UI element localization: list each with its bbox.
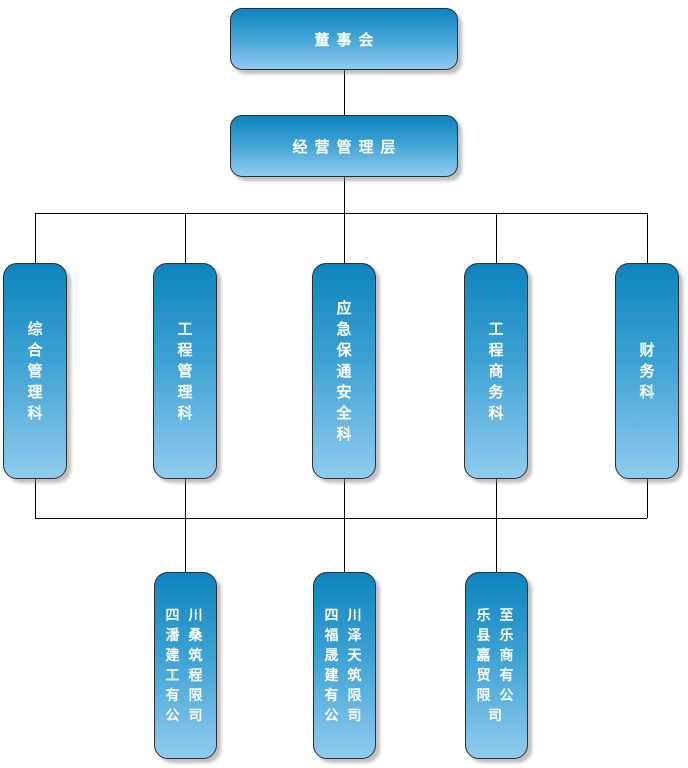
connector-board-to-management — [344, 70, 345, 115]
board-label: 董事会 — [314, 30, 381, 49]
dept-label: 工程管理科 — [177, 319, 193, 422]
board-box: 董事会 — [230, 8, 458, 70]
connector-lower-horizontal — [35, 518, 647, 519]
management-box: 经营管理层 — [230, 115, 458, 177]
connector-stub-dept-4 — [496, 479, 497, 518]
connector-stub-dept-1 — [35, 479, 36, 518]
dept-box-engineering-management: 工程管理科 — [153, 263, 217, 479]
dept-box-finance: 财务科 — [615, 263, 679, 479]
connector-stub-dept-5 — [647, 479, 648, 518]
company-box-lejia-trading: 乐至县乐嘉商贸有限公司 — [465, 572, 528, 759]
dept-box-comprehensive-management: 综合管理科 — [3, 263, 67, 479]
dept-label: 财务科 — [639, 340, 655, 401]
company-label: 四川潘桑建筑工程有限公司 — [165, 607, 212, 724]
dept-label: 工程商务科 — [488, 319, 504, 422]
company-label: 四川福泽晟天建筑有限公司 — [324, 607, 371, 724]
connector-drop-dept-3 — [344, 213, 345, 263]
company-label: 乐至县乐嘉商贸有限公司 — [476, 607, 523, 724]
connector-drop-company-2 — [344, 518, 345, 572]
connector-stub-dept-3 — [344, 479, 345, 518]
connector-drop-company-3 — [496, 518, 497, 572]
company-box-fuze-shengtian-construction: 四川福泽晟天建筑有限公司 — [313, 572, 376, 759]
dept-box-engineering-commerce: 工程商务科 — [464, 263, 528, 479]
connector-drop-company-1 — [185, 518, 186, 572]
dept-box-emergency-traffic-safety: 应急保通安全科 — [312, 263, 376, 479]
management-label: 经营管理层 — [292, 137, 403, 156]
dept-label: 综合管理科 — [27, 319, 43, 422]
dept-label: 应急保通安全科 — [336, 298, 352, 443]
connector-upper-horizontal — [35, 213, 648, 214]
connector-drop-dept-2 — [185, 213, 186, 263]
company-box-pansang-construction: 四川潘桑建筑工程有限公司 — [154, 572, 217, 759]
connector-drop-dept-1 — [35, 213, 36, 263]
connector-stub-dept-2 — [185, 479, 186, 518]
connector-management-down — [344, 177, 345, 213]
connector-drop-dept-4 — [496, 213, 497, 263]
connector-drop-dept-5 — [647, 213, 648, 263]
